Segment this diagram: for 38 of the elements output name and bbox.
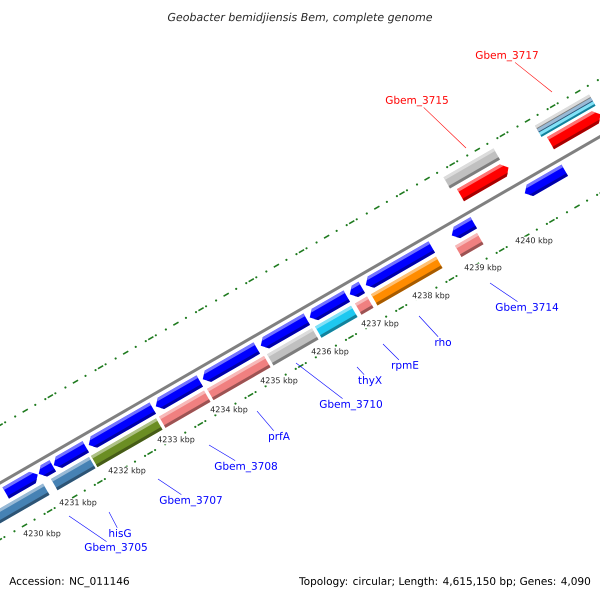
leader-line — [158, 478, 182, 495]
scale-label: 4239 kbp — [464, 264, 502, 272]
leader-line — [68, 516, 107, 542]
scale-label: 4230 kbp — [22, 530, 62, 538]
leader-line — [382, 344, 400, 360]
accession-text: Accession: NC_011146 — [9, 576, 129, 588]
scale-label: 4238 kbp — [412, 292, 450, 300]
leader-line — [514, 62, 552, 92]
gene-label: prfA — [269, 432, 290, 442]
gene-label: Gbem_3707 — [160, 496, 222, 506]
gene-label: Gbem_3705 — [84, 542, 147, 554]
gene-label: Gbem_3710 — [320, 400, 382, 410]
scale-label: 4234 kbp — [210, 406, 248, 414]
scale-label: 4235 kbp — [260, 376, 298, 386]
leader-line — [256, 410, 274, 432]
genome-info-text: Topology: circular; Length: 4,615,150 bp; Genes: 4,090 — [299, 576, 590, 588]
gene-label: Gbem_3708 — [214, 462, 277, 472]
leader-line — [356, 366, 364, 376]
leader-line — [296, 362, 343, 399]
title: Geobacter bemidjiensis Bem, complete genome — [168, 12, 432, 24]
scale-label: 4232 kbp — [108, 466, 146, 476]
gene-label: rpmE — [392, 361, 418, 371]
scale-label: 4233 kbp — [156, 436, 196, 444]
gene-label: hisG — [109, 528, 131, 538]
gene-label: Gbem_3715 — [386, 96, 448, 106]
leader-line — [490, 282, 518, 302]
gene-label: Gbem_3717 — [476, 50, 538, 62]
leader-line — [208, 444, 236, 461]
leader-line — [418, 316, 438, 338]
scale-label: 4236 kbp — [310, 348, 350, 356]
leader-line — [423, 107, 466, 148]
gene-label: thyX — [358, 376, 382, 386]
scale-label: 4231 kbp — [58, 498, 98, 508]
gene-label: rho — [435, 338, 452, 346]
leader-line — [108, 512, 118, 528]
gene-label: Gbem_3714 — [496, 302, 558, 314]
scale-label: 4240 kbp — [514, 236, 554, 246]
scale-label: 4237 kbp — [360, 320, 400, 328]
